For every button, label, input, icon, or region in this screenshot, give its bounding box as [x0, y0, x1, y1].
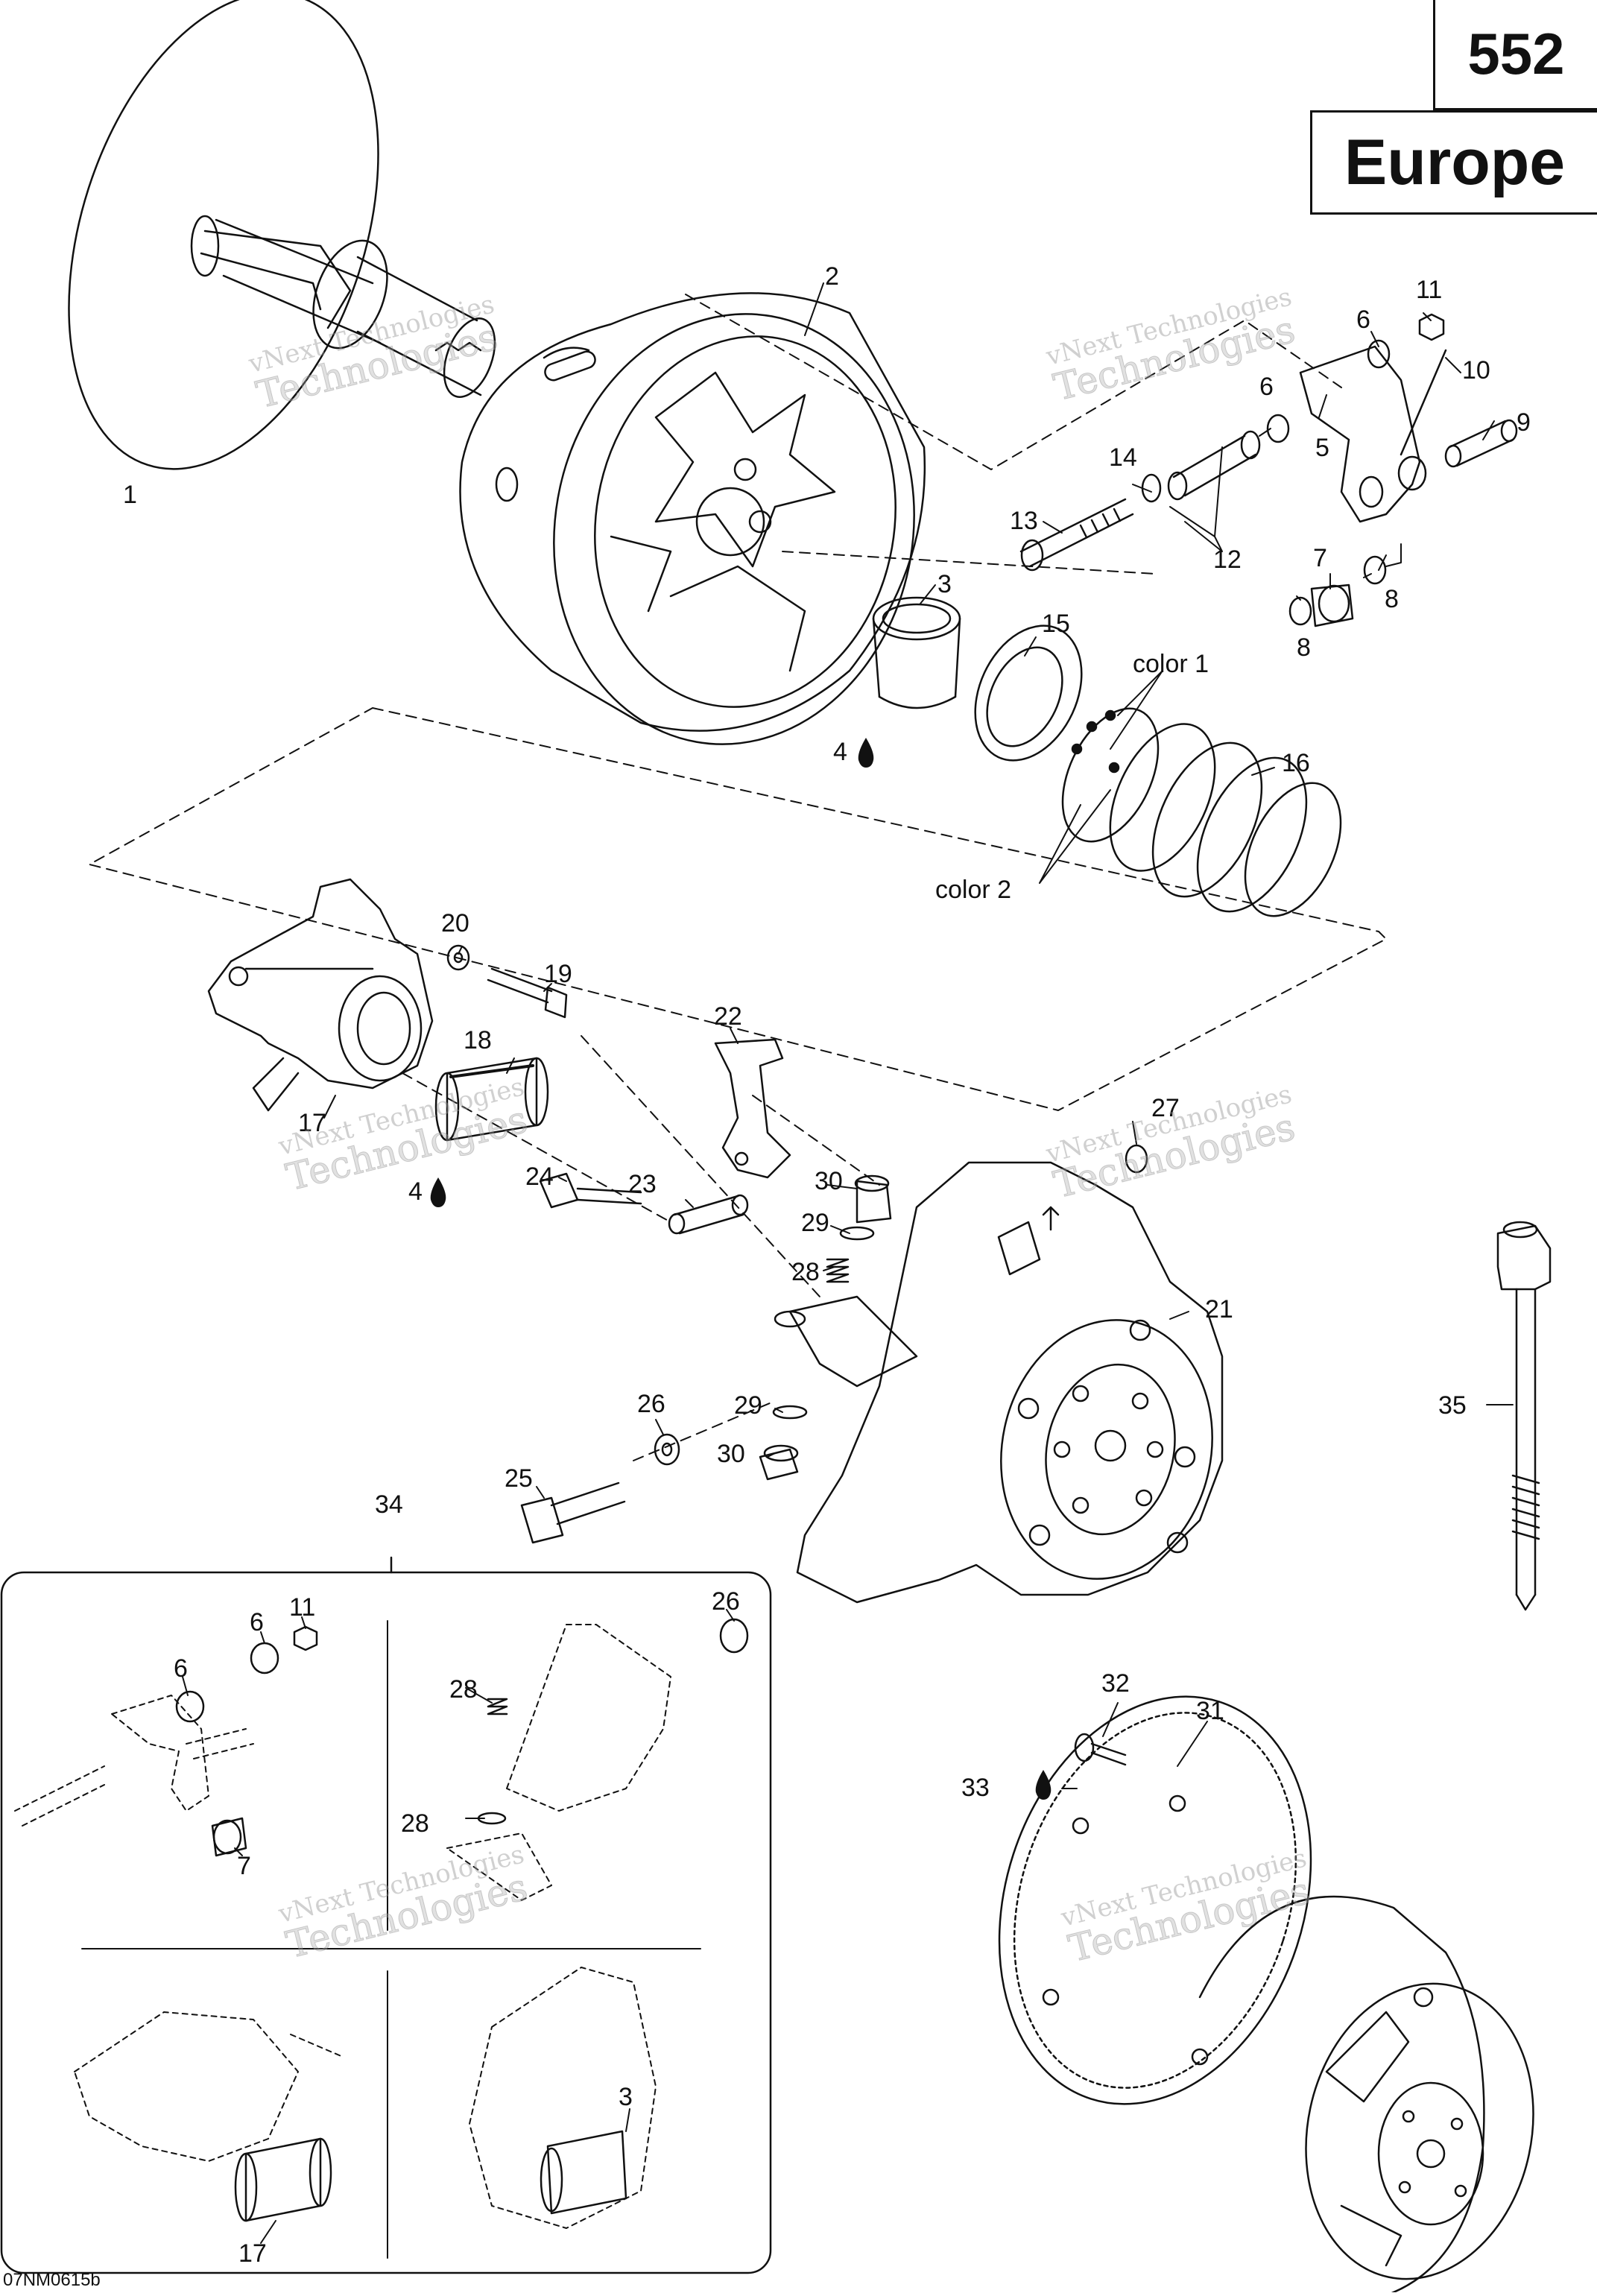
- callout-29: 29: [801, 1209, 829, 1237]
- callout-4: 4: [833, 738, 847, 766]
- dashed-guides-mid: [402, 1035, 880, 1461]
- callout-24: 24: [525, 1163, 554, 1191]
- callout-6: 6: [250, 1608, 264, 1636]
- oil-drop-icon: [1035, 1770, 1052, 1800]
- callout-8: 8: [1297, 633, 1311, 662]
- drawing-code: 07NM0615b: [3, 2270, 101, 2290]
- callout-6: 6: [174, 1654, 188, 1683]
- part-21-governor-cup: [796, 1161, 1224, 1604]
- callout-6: 6: [1259, 373, 1274, 401]
- part-24-bolt: [539, 1172, 642, 1209]
- callout-15: 15: [1042, 610, 1070, 638]
- callout-5: 5: [1315, 434, 1329, 462]
- callout-3: 3: [619, 2083, 633, 2111]
- callout-23: 23: [628, 1170, 657, 1198]
- spring-color-1-label: color 1: [1133, 650, 1209, 678]
- drive-pulley-assembly: [1198, 1895, 1534, 2296]
- callout-7: 7: [1313, 544, 1327, 572]
- callout-6: 6: [1356, 306, 1370, 334]
- callout-25: 25: [505, 1464, 533, 1493]
- callout-34: 34: [375, 1490, 403, 1519]
- callout-3: 3: [937, 570, 952, 598]
- callout-28: 28: [791, 1258, 820, 1286]
- callout-32: 32: [1101, 1669, 1130, 1698]
- part-18-bushing: [434, 1057, 549, 1142]
- callout-27: 27: [1151, 1094, 1180, 1122]
- part-15-washer: [974, 624, 1083, 762]
- callout-31: 31: [1196, 1697, 1224, 1725]
- callout-17: 17: [238, 2239, 267, 2268]
- callout-29: 29: [734, 1391, 762, 1420]
- callout-11: 11: [1416, 276, 1442, 304]
- callout-30: 30: [717, 1440, 745, 1468]
- part-35-puller-tool: [1496, 1221, 1552, 1611]
- callout-14: 14: [1109, 443, 1137, 472]
- part-1-fixed-sheave: [68, 0, 496, 470]
- callout-11: 11: [289, 1593, 315, 1622]
- callout-leaders: [182, 282, 1514, 2244]
- dashed-guides-top: [89, 294, 1387, 1111]
- oil-drop-icon: [858, 738, 874, 768]
- part-17-spider: [207, 878, 434, 1112]
- part-16-spring: [1061, 707, 1342, 917]
- part-23-pin: [668, 1194, 749, 1235]
- oil-drop-icon: [430, 1177, 446, 1207]
- callout-9: 9: [1517, 408, 1531, 437]
- part-32-screw: [1074, 1733, 1127, 1766]
- callout-28: 28: [449, 1675, 478, 1704]
- callout-7: 7: [237, 1852, 251, 1880]
- callout-20: 20: [441, 909, 469, 937]
- callout-10: 10: [1462, 356, 1490, 385]
- callout-28: 28: [401, 1809, 429, 1838]
- callout-4: 4: [408, 1177, 423, 1206]
- region-box: Europe: [1310, 110, 1597, 215]
- callout-33: 33: [961, 1774, 990, 1802]
- callout-26: 26: [712, 1587, 740, 1616]
- callout-26: 26: [637, 1390, 665, 1418]
- part-22-weight: [714, 1038, 791, 1179]
- callout-21: 21: [1205, 1295, 1233, 1323]
- part-31-ring-gear: [998, 1695, 1312, 2105]
- callout-8: 8: [1385, 585, 1399, 613]
- spring-color-2-label: color 2: [935, 876, 1011, 904]
- callout-1: 1: [123, 481, 137, 509]
- callout-12: 12: [1213, 545, 1242, 574]
- callout-13: 13: [1010, 507, 1038, 535]
- model-number-box: 552: [1433, 0, 1597, 110]
- lever-arm-assembly: [1019, 313, 1518, 627]
- part-28-spring-29-ring-30-cap: [759, 1174, 918, 1481]
- part-19-bolt: [487, 967, 568, 1019]
- callout-18: 18: [464, 1026, 492, 1054]
- callout-16: 16: [1282, 749, 1310, 777]
- callout-17: 17: [298, 1109, 326, 1137]
- part-25-bolt-26-washer: [520, 1433, 680, 1544]
- callout-22: 22: [714, 1002, 742, 1031]
- callout-19: 19: [544, 960, 572, 988]
- part-3-bushing: [872, 596, 961, 709]
- part-2-movable-sheave: [459, 292, 926, 745]
- callout-30: 30: [815, 1167, 843, 1195]
- callout-labels: 1 2 3 4 4 5 6 6 6 6 7 7 8 8 9 10 11 11 1…: [123, 262, 1531, 2268]
- part-27-nut: [1125, 1144, 1148, 1174]
- callout-2: 2: [825, 262, 839, 291]
- callout-35: 35: [1438, 1391, 1467, 1420]
